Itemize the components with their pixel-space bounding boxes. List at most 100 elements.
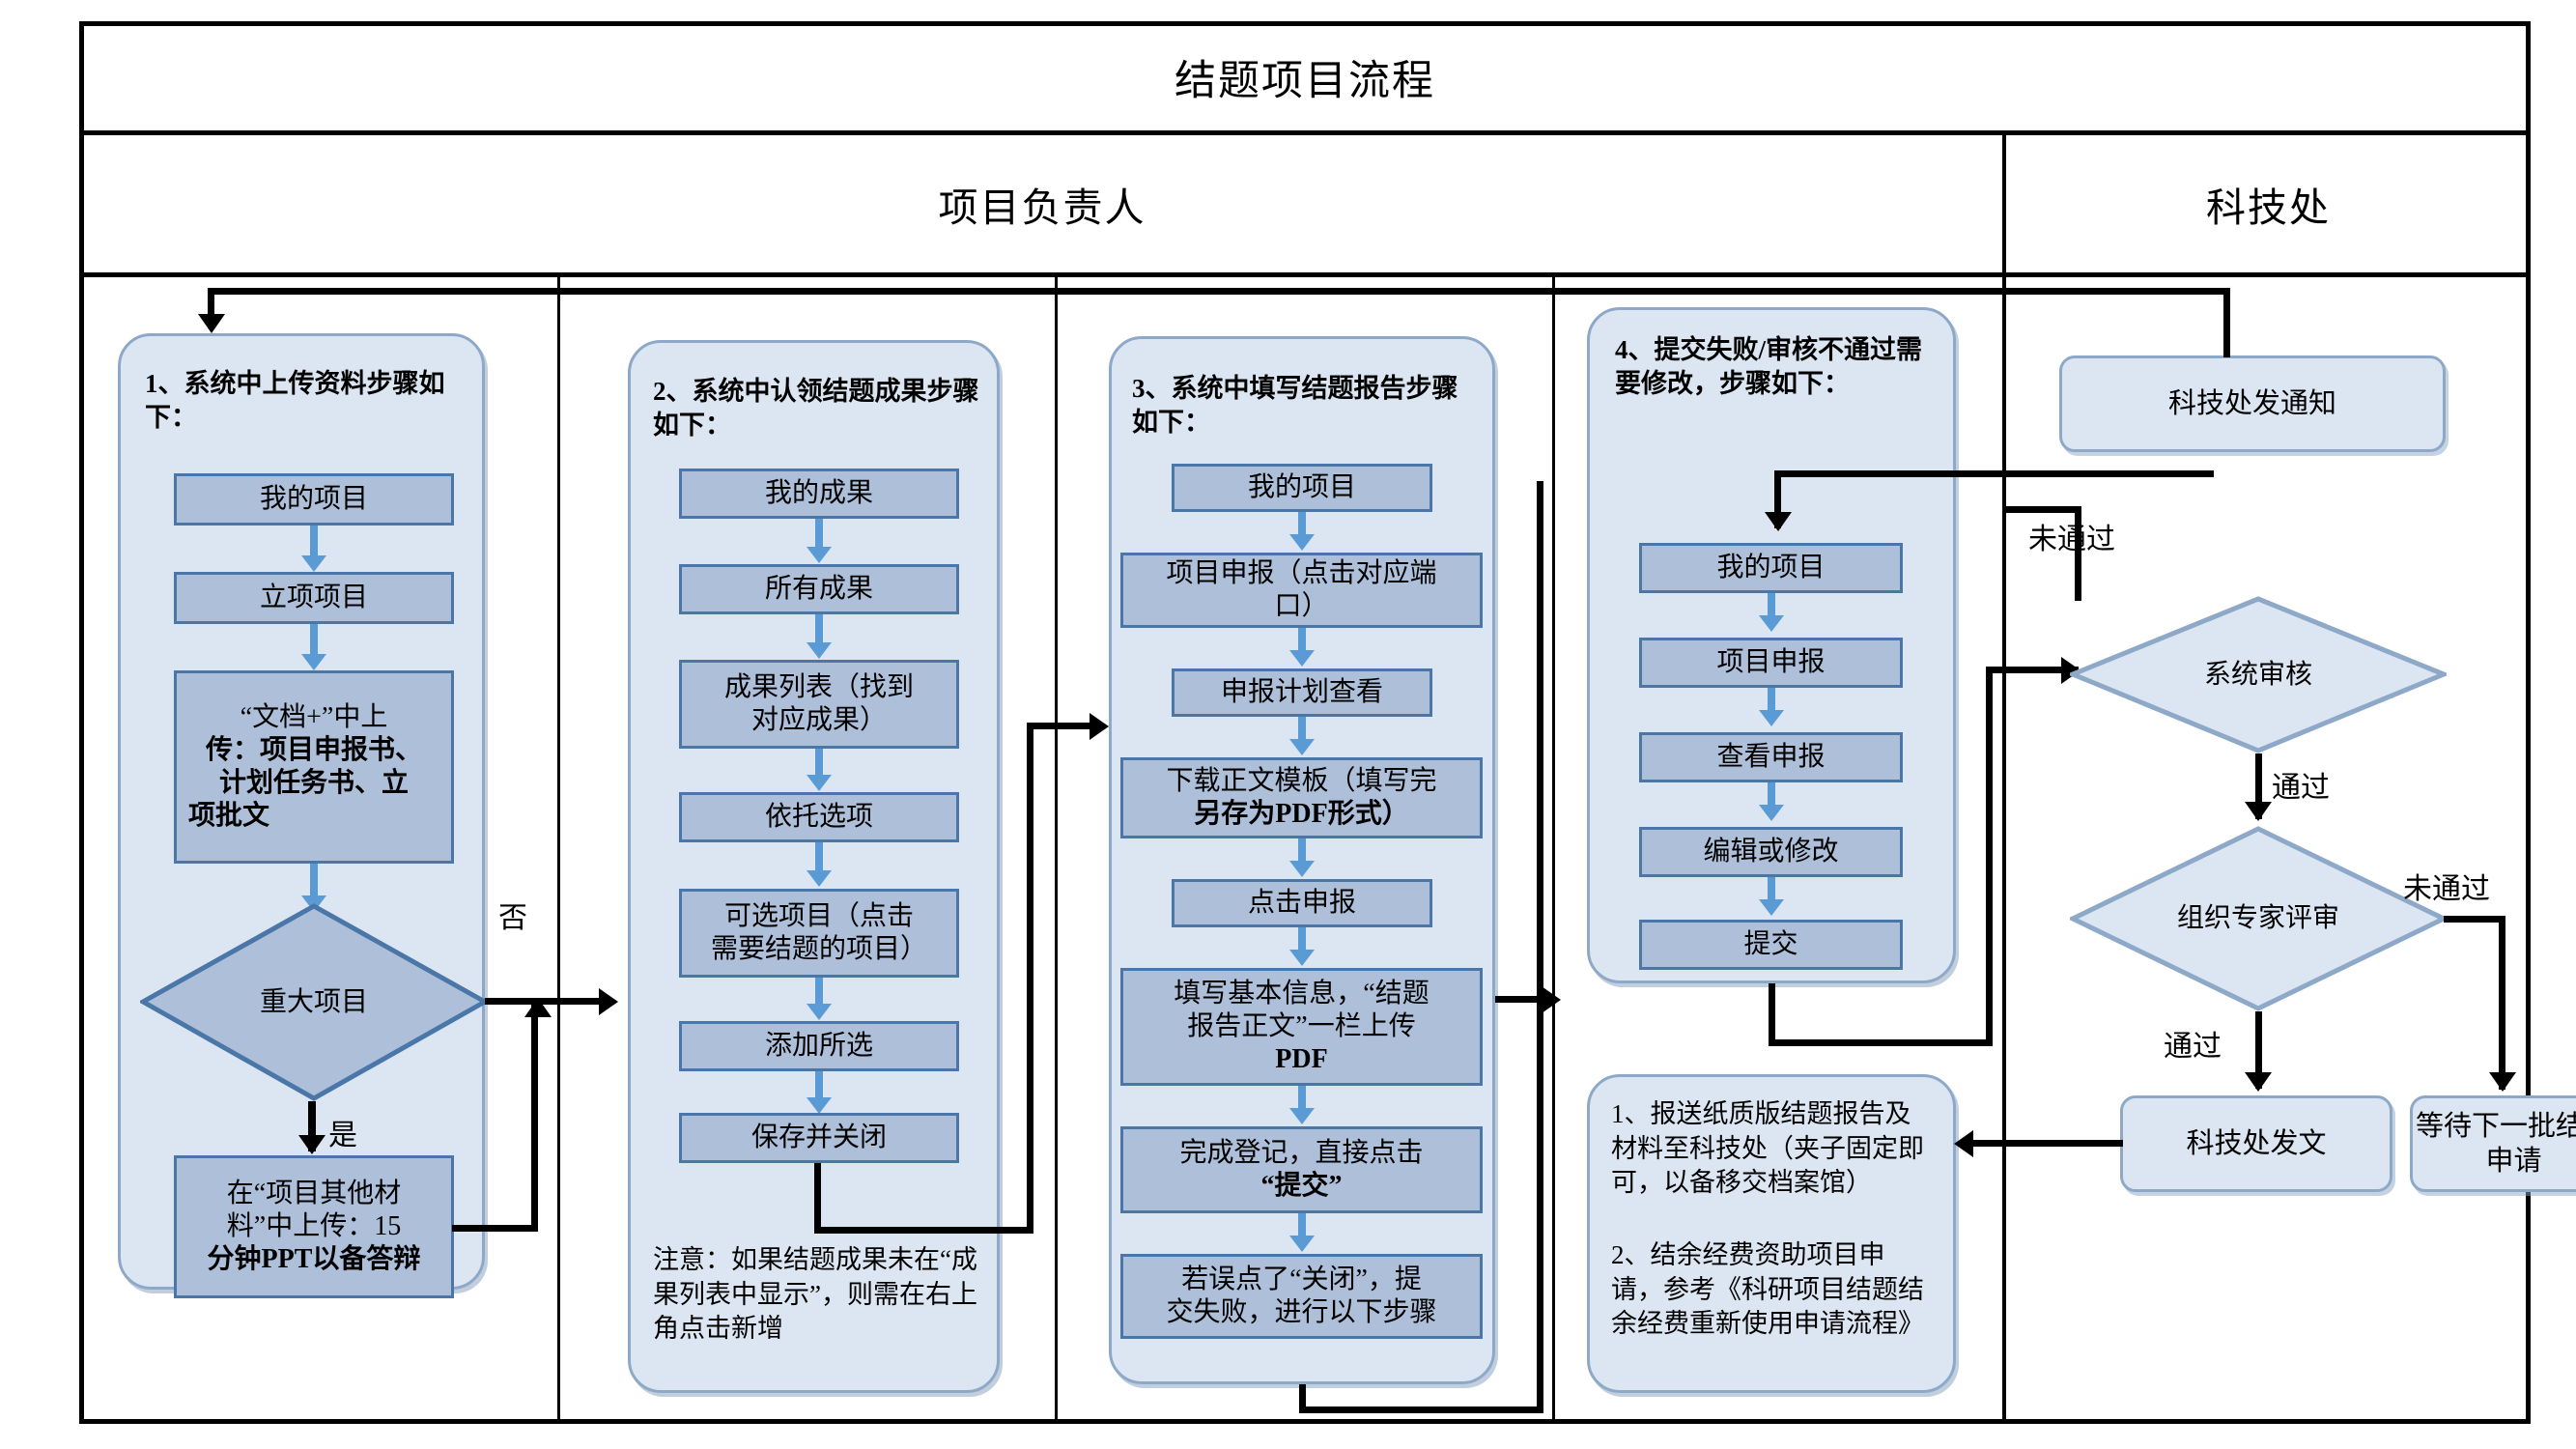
step-box-g1-s4[interactable]: 在“项目其他材 料”中上传：15 分钟PPT以备答辩 [174,1155,454,1298]
step-box-g2-s4[interactable]: 依托选项 [679,792,959,842]
connector-arrow-g4-4 [1759,899,1784,916]
connector-g3-out-h [1299,1406,1543,1413]
connector-g4-3 [1768,782,1775,810]
connector-g2-to-g3-h [1027,723,1102,729]
connector-arrow-g2-6 [807,1097,832,1114]
step-box-g3-s5[interactable]: 点击申报 [1172,879,1432,927]
connector-expfail-h [2444,916,2505,923]
decision-label: 系统审核 [2203,659,2312,690]
group-2-note: 注意：如果结题成果未在“成果列表中显示”，则需在右上角点击新增 [653,1245,977,1344]
step-box-g2-s7[interactable]: 保存并关闭 [679,1113,959,1163]
step-box-g2-s2[interactable]: 所有成果 [679,564,959,614]
connector-arrow-publish [1954,1130,1973,1157]
decision-system-review[interactable]: 系统审核 [2070,596,2447,753]
step-line: 项目申报（点击对应端 [1166,557,1437,588]
connector-g4-out-h [1769,1039,1993,1046]
decision-g1-d1[interactable]: 重大项目 [140,903,488,1101]
group-4-heading: 4、提交失败/审核不通过需要修改，步骤如下： [1615,335,1923,399]
connector-arrow-g3-5 [1289,950,1315,966]
step-line: 下载正文模板（填写完 [1166,765,1437,796]
connector-g2-out-v2 [1027,723,1033,1234]
step-line: 传：项目申报书、 [205,734,422,765]
connector-g2-6 [815,1071,823,1102]
final-note-2: 2、结余经费资助项目申请，参考《科研项目结题结余经费重新使用申请流程》 [1611,1240,1924,1339]
connector-sysfail-h [2006,506,2081,513]
connector-g1-to-g2-h [538,998,611,1005]
lane-divider-main [2002,130,2006,1424]
connector-g1-2 [310,624,318,659]
connector-g1-yes [308,1101,316,1151]
connector-publish-h [1970,1140,2123,1147]
connector-arrow-g2-1 [807,547,832,563]
step-box-g2-s6[interactable]: 添加所选 [679,1021,959,1071]
connector-sysfail-v [2075,506,2081,601]
step-box-g3-s2[interactable]: 项目申报（点击对应端 口） [1120,553,1483,628]
group-1-heading: 1、系统中上传资料步骤如下： [145,369,445,433]
swimlane-frame [79,21,2531,1424]
step-line: 另存为PDF形式） [1194,799,1409,829]
connector-g1-no-h2 [452,1225,538,1232]
connector-arrow-expfail [2489,1072,2516,1092]
step-box-g3-s3[interactable]: 申报计划查看 [1172,668,1432,717]
step-box-g3-s4[interactable]: 下载正文模板（填写完 另存为PDF形式） [1120,757,1483,838]
step-line: 可选项目（点击 [723,900,914,931]
connector-arrow-g3-1 [1289,534,1315,551]
edge-label-expert-fail: 未通过 [2403,873,2490,905]
connector-arrow-g4-2 [1759,710,1784,726]
connector-arrow-g2-4 [807,870,832,887]
step-line: “文档+”中上 [240,701,388,732]
office-publish-box[interactable]: 科技处发文 [2120,1095,2392,1192]
connector-g2-3 [815,749,823,780]
connector-expfail-v [2499,916,2505,1090]
step-box-g3-s6[interactable]: 填写基本信息，“结题 报告正文”一栏上传 PDF [1120,968,1483,1086]
step-box-g4-s1[interactable]: 我的项目 [1639,543,1903,593]
connector-arrow-g4-3 [1759,805,1784,821]
step-line: 项批文 [188,801,270,832]
connector-arrow-g3-4 [1289,861,1315,877]
step-box-g3-s8[interactable]: 若误点了“关闭”，提 交失败，进行以下步骤 [1120,1254,1483,1339]
lane-label-owner: 项目负责人 [938,185,1146,230]
decision-expert-review[interactable]: 组织专家评审 [2070,826,2447,1011]
connector-arrow-g1-2 [301,654,326,670]
connector-g1-3 [310,864,318,900]
step-box-g3-s1[interactable]: 我的项目 [1172,464,1432,512]
connector-arrow-g1-to-g2 [599,988,618,1015]
connector-g3-5 [1298,927,1306,954]
connector-g4-1 [1768,593,1775,620]
connector-g2-5 [815,978,823,1009]
office-notify-box[interactable]: 科技处发通知 [2059,355,2446,452]
lane-label-office: 科技处 [2206,185,2331,230]
step-box-g4-s5[interactable]: 提交 [1639,920,1903,970]
step-line: 料”中上传：15 [226,1210,402,1241]
step-box-g4-s4[interactable]: 编辑或修改 [1639,827,1903,877]
step-box-g4-s2[interactable]: 项目申报 [1639,638,1903,688]
connector-arrow-g2-3 [807,775,832,791]
step-box-g2-s1[interactable]: 我的成果 [679,469,959,519]
step-box-g1-s1[interactable]: 我的项目 [174,473,454,526]
step-box-g2-s5[interactable]: 可选项目（点击 需要结题的项目） [679,889,959,978]
office-wait-box[interactable]: 等待下一批结题申请 [2410,1095,2576,1192]
step-line: 成果列表（找到 [723,671,914,702]
connector-arrow-exppass [2245,1072,2272,1092]
step-box-g2-s3[interactable]: 成果列表（找到 对应成果） [679,660,959,749]
step-box-g1-s3[interactable]: “文档+”中上 传：项目申报书、 计划任务书、立 项批文 [174,670,454,864]
step-line: 在“项目其他材 [226,1178,402,1208]
connector-g4-out-v2 [1986,667,1993,1046]
connector-g3-1 [1298,512,1306,539]
connector-notify-down [208,288,214,328]
connector-g4-to-review-h [1986,667,2079,673]
step-box-g4-s3[interactable]: 查看申报 [1639,732,1903,782]
step-box-g3-s7[interactable]: 完成登记，直接点击 “提交” [1120,1126,1483,1213]
title-separator [79,130,2531,135]
connector-g3-to-g4-side [1495,996,1553,1003]
edge-label-system-fail: 未通过 [2028,524,2115,555]
step-line: 交失败，进行以下步骤 [1166,1297,1437,1327]
connector-g3-2 [1298,628,1306,655]
connector-arrow-syspass [2245,802,2272,821]
connector-g4-2 [1768,688,1775,715]
step-box-g1-s2[interactable]: 立项项目 [174,572,454,624]
step-line: 需要结题的项目） [710,934,927,964]
edge-label-yes: 是 [328,1120,357,1151]
group-2-heading: 2、系统中认领结题成果步骤如下： [653,377,979,440]
